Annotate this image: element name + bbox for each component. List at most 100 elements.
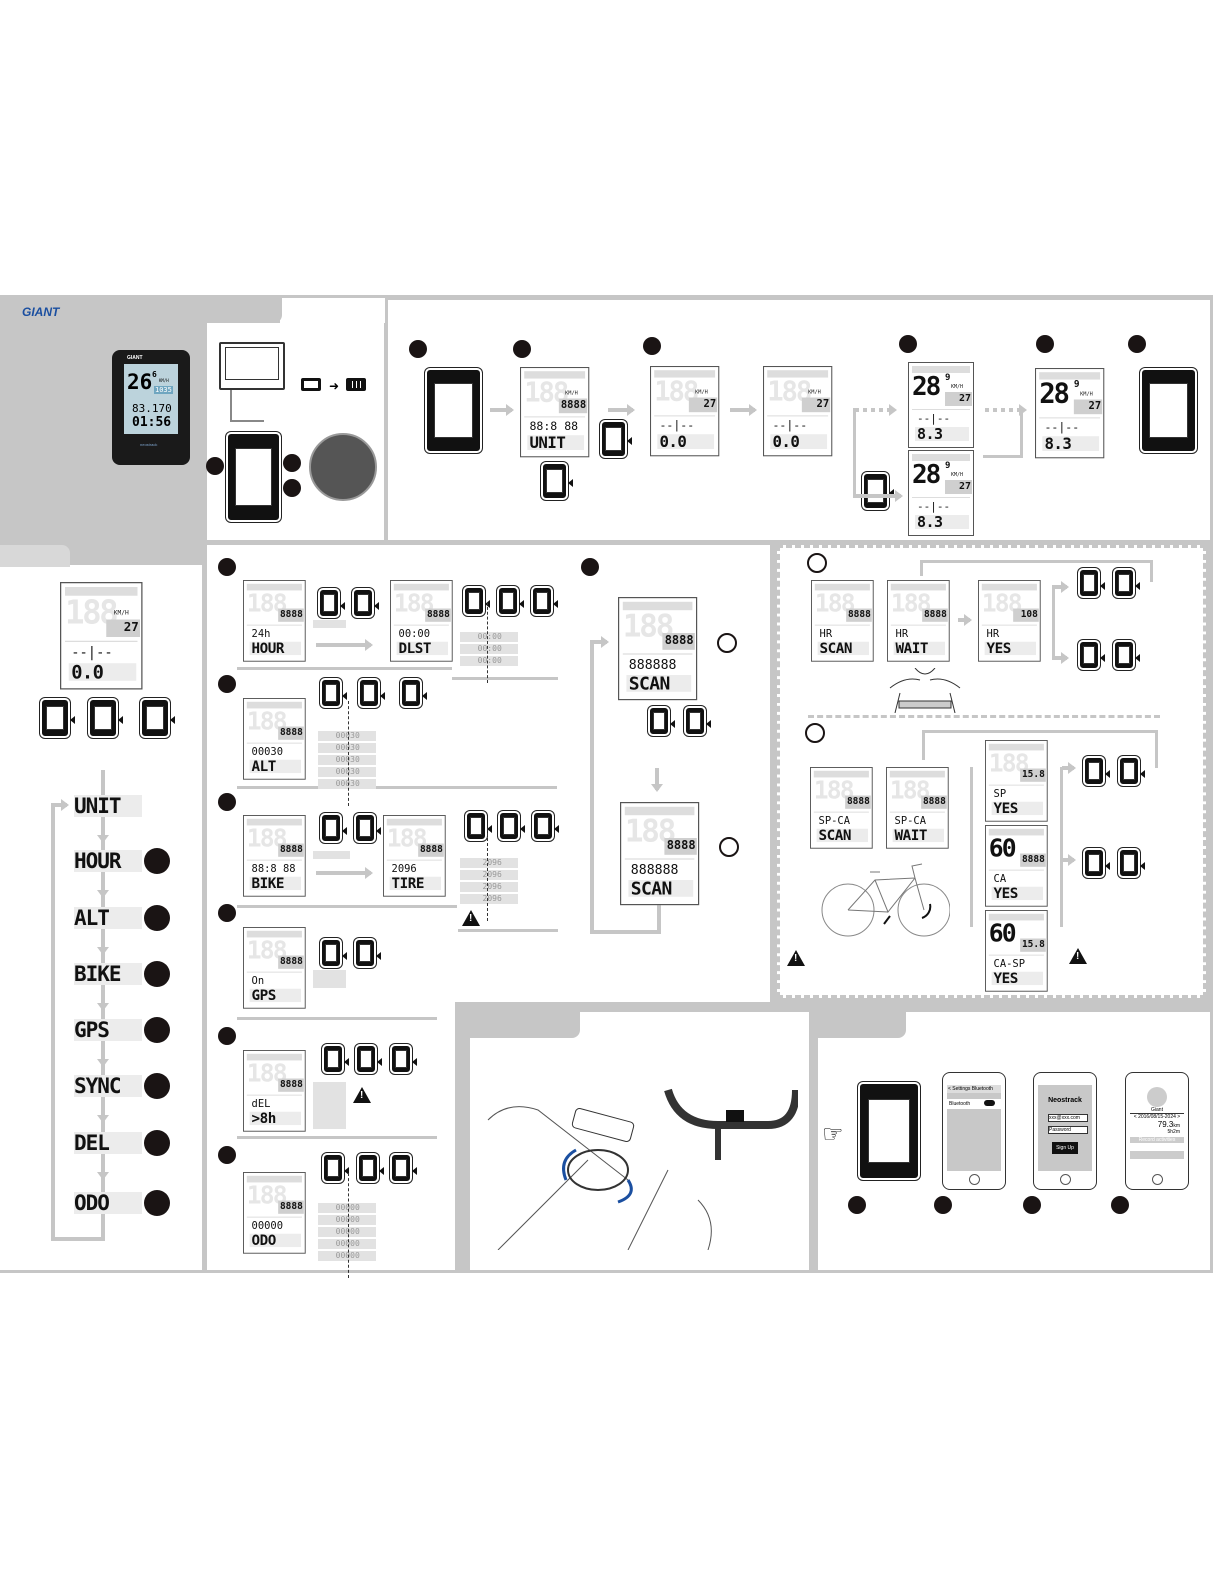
device-button-icon — [463, 586, 490, 616]
lcd-status-bar — [654, 370, 716, 378]
bluetooth-label: Bluetooth — [949, 1101, 971, 1107]
lcd-main-text: TIRE — [391, 874, 425, 892]
lcd-status-bar — [767, 370, 829, 378]
lcd-sub-text: 00000 — [251, 1219, 284, 1232]
menu-item-unit[interactable]: UNIT — [74, 795, 142, 817]
dashed-guide — [487, 602, 488, 683]
menu-tab — [0, 545, 70, 567]
menu-item-sync[interactable]: SYNC — [74, 1075, 142, 1097]
branch-line — [1060, 767, 1063, 927]
menu-item-alt[interactable]: ALT — [74, 907, 142, 929]
lcd-secondary-value: 27 — [106, 619, 140, 637]
hero-unit: KM/H — [159, 378, 169, 383]
lcd-divider — [246, 742, 302, 744]
digit-row: 2096 — [460, 870, 518, 880]
lcd-unit: KM/H — [565, 390, 578, 397]
menu-item-hour[interactable]: HOUR — [74, 850, 142, 872]
header-tab — [0, 298, 282, 323]
flow-arrow — [590, 636, 609, 648]
lcd-secondary-value: 27 — [1073, 399, 1103, 415]
lcd-main-text: SCAN — [819, 639, 853, 657]
hero-speed: 26 — [127, 370, 153, 394]
option-badge — [717, 633, 737, 653]
lcd-decimal: 9 — [945, 461, 951, 471]
lcd-main-bg — [249, 1233, 301, 1248]
lcd-unit: KM/H — [951, 472, 964, 478]
lcd-divider — [890, 624, 946, 626]
tab-bar[interactable] — [1130, 1151, 1184, 1159]
lcd-sub-text: --|-- — [659, 418, 695, 433]
lcd-status-bar — [246, 1053, 302, 1061]
lcd-divider — [988, 954, 1044, 956]
lcd-decimal: 9 — [1073, 379, 1080, 391]
lcd-secondary-value: 8888 — [845, 795, 871, 809]
step-number-badge — [1023, 1196, 1041, 1214]
digit-row: 00000 — [318, 1215, 376, 1225]
step-number-badge — [206, 457, 224, 475]
flow-arrow — [608, 404, 635, 416]
device-button-icon — [684, 706, 711, 736]
menu-item-odo[interactable]: ODO — [74, 1192, 142, 1214]
device-button-icon — [600, 420, 632, 458]
dashed-guide — [348, 1173, 349, 1278]
lcd-status-bar — [890, 583, 946, 591]
sign-up-button[interactable]: Sign Up — [1052, 1142, 1078, 1154]
home-button[interactable] — [969, 1174, 980, 1185]
bluetooth-toggle[interactable] — [984, 1100, 995, 1106]
loop-line — [657, 900, 661, 933]
lcd-main-bg — [915, 515, 969, 529]
hero-device: GIANT 26 6 KM/H 1035 83.170 01:56 neostr… — [112, 350, 190, 465]
menu-item-gps[interactable]: GPS — [74, 1019, 142, 1041]
lcd-status-bar — [988, 828, 1044, 836]
password-field[interactable]: Password — [1048, 1126, 1088, 1134]
lcd-divider — [814, 624, 870, 626]
back-link[interactable]: < Settings — [948, 1086, 971, 1092]
lcd-main-text: 0.0 — [772, 432, 800, 452]
lcd-divider — [246, 1094, 302, 1096]
lcd-sub-text: 00:00 — [398, 627, 431, 640]
step-number-badge — [409, 340, 427, 358]
computer-monitor-icon — [219, 342, 285, 390]
step-number-badge — [643, 337, 661, 355]
digit-row: 00:00 — [460, 644, 518, 654]
divider — [452, 677, 558, 680]
mount-tab — [470, 1012, 580, 1038]
lcd-decimal: 9 — [945, 373, 951, 383]
lcd-divider — [988, 784, 1044, 786]
flow-arrow — [1052, 652, 1069, 664]
loop-line — [920, 560, 923, 576]
digit-row: 00030 — [318, 743, 376, 753]
home-button[interactable] — [1060, 1174, 1071, 1185]
email-field[interactable]: xxx@xxx.com — [1048, 1114, 1088, 1122]
lcd-main-text: BIKE — [251, 874, 285, 892]
hero-altitude: 1035 — [154, 386, 173, 394]
lcd-unit: KM/H — [113, 609, 129, 618]
lcd-sub-text: 888888 — [630, 862, 679, 878]
lcd-status-bar — [246, 818, 302, 826]
step-number-badge — [218, 1146, 236, 1164]
usb-port-detail — [309, 433, 377, 501]
lcd-unit: KM/H — [1080, 391, 1093, 398]
lcd-divider — [981, 624, 1037, 626]
step-number-badge — [1128, 335, 1146, 353]
lcd-main-bg — [249, 641, 301, 656]
date-selector[interactable]: < 2016/08/15-2024 > — [1130, 1113, 1184, 1120]
home-button[interactable] — [1152, 1174, 1163, 1185]
menu-item-bike[interactable]: BIKE — [74, 963, 142, 985]
warning-icon — [1069, 948, 1087, 964]
device-button-icon — [320, 813, 347, 843]
lcd-sub-text: HR — [986, 627, 1000, 640]
lcd-main-bg — [396, 641, 448, 656]
flow-arrow — [1062, 762, 1076, 774]
record-activities-button[interactable]: Record activities — [1130, 1137, 1184, 1143]
menu-item-del[interactable]: DEL — [74, 1132, 142, 1154]
digit-row: 00:00 — [460, 632, 518, 642]
device-button-icon — [1078, 568, 1105, 598]
label-box — [313, 1082, 346, 1129]
lcd-main-text: 0.0 — [71, 660, 104, 684]
